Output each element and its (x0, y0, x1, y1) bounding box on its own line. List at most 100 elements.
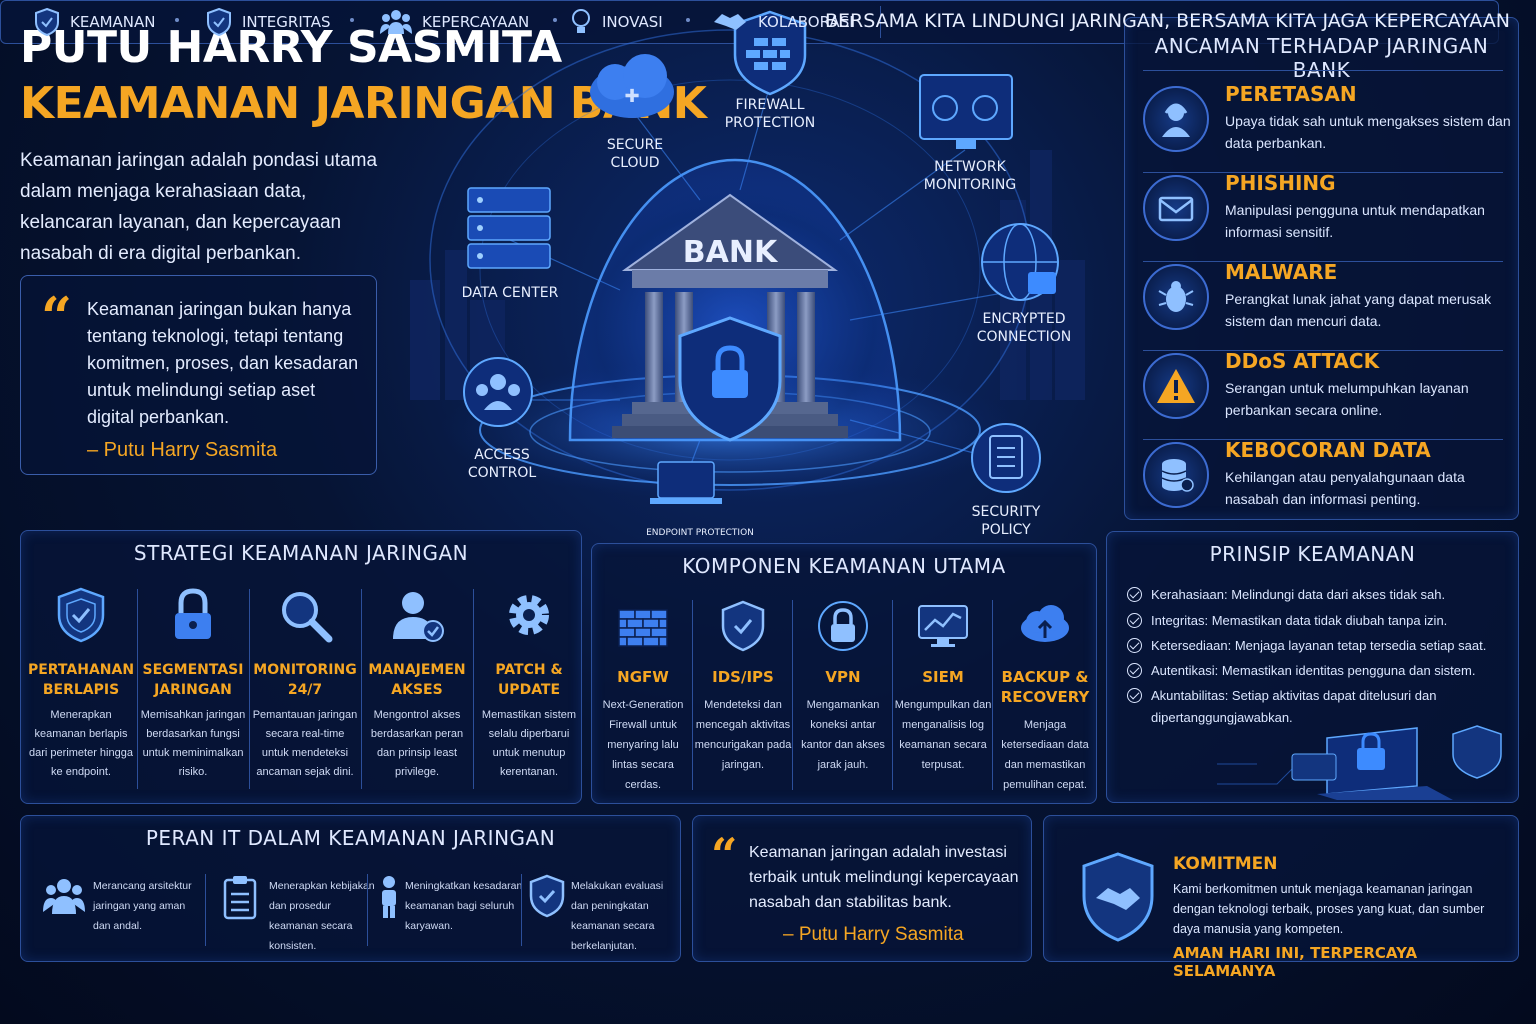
threat-desc: Serangan untuk melumpuhkan layanan perba… (1225, 380, 1469, 418)
strategy-desc: Pemantauan jaringan secara real-time unt… (252, 709, 358, 778)
threat-name: MALWARE (1225, 260, 1338, 284)
component-desc: Next-Generation Firewall untuk menyaring… (602, 699, 684, 791)
gear-icon (509, 595, 549, 635)
team-icon (380, 10, 412, 34)
globe-lock-icon (981, 223, 1059, 301)
lightbulb-icon (572, 9, 590, 33)
threat-name: DDoS ATTACK (1225, 349, 1380, 373)
threats-panel: ANCAMAN TERHADAP JARINGAN BANK PERETASAN… (1124, 17, 1519, 520)
vpn-lock-icon (818, 601, 868, 651)
shield-check-icon (721, 600, 765, 652)
user-check-icon (393, 592, 444, 642)
commitment-title: KOMITMEN (1173, 854, 1278, 874)
shield-check-icon (207, 8, 231, 36)
quote-mark-icon: “ (711, 828, 738, 882)
separator-dot (553, 18, 557, 22)
firewall-icon (733, 10, 807, 96)
divider (521, 874, 522, 946)
strategy-title: STRATEGI KEAMANAN JARINGAN (133, 541, 469, 565)
threat-name: PERETASAN (1225, 82, 1357, 106)
quote-card-2: “ Keamanan jaringan adalah investasi ter… (692, 815, 1032, 962)
component-item: IDS/IPS Mendeteksi dan mencegah aktivita… (694, 592, 792, 775)
strategy-desc: Memisahkan jaringan berdasarkan fungsi u… (140, 709, 246, 778)
shield-check-icon (529, 874, 565, 918)
divider (880, 6, 881, 38)
commitment-panel: KOMITMEN Kami berkomitmen untuk menjaga … (1043, 815, 1519, 980)
firewall-bricks-icon (618, 609, 668, 647)
role-item: Menerapkan kebijakan dan prosedur keaman… (217, 874, 377, 952)
node-secure-cloud: SECURE CLOUD (606, 137, 664, 171)
divider (205, 874, 206, 946)
principles-panel: PRINSIP KEAMANAN Kerahasiaan: Melindungi… (1106, 531, 1519, 803)
team-icon (43, 879, 85, 914)
divider (137, 589, 138, 789)
svg-text:✚: ✚ (624, 86, 639, 106)
handshake-shield-icon (1082, 852, 1154, 942)
principle-item: Ketersediaan: Menjaga layanan tetap ters… (1127, 635, 1507, 657)
threat-item: DDoS ATTACK Serangan untuk melumpuhkan l… (1143, 349, 1513, 429)
role-item: Melakukan evaluasi dan peningkatan keama… (527, 874, 677, 952)
threats-title: ANCAMAN TERHADAP JARINGAN BANK (1154, 34, 1489, 82)
divider (1143, 350, 1503, 351)
component-name: BACKUP &RECOVERY (1000, 668, 1090, 706)
principles-title: PRINSIP KEAMANAN (1209, 542, 1416, 566)
quote-author: – Putu Harry Sasmita (783, 924, 964, 945)
divider (1143, 172, 1503, 173)
threat-desc: Kehilangan atau penyalahgunaan data nasa… (1225, 469, 1465, 507)
role-item: Meningkatkan kesadaran keamanan bagi sel… (375, 874, 535, 946)
component-desc: Mengumpulkan dan menganalisis log keaman… (894, 699, 992, 771)
laptop-security-illustration (1217, 725, 1502, 800)
check-icon (1127, 663, 1142, 678)
it-role-title: PERAN IT DALAM KEAMANAN JARINGAN (145, 826, 556, 850)
principle-item: Akuntabilitas: Setiap aktivitas dapat di… (1127, 685, 1507, 729)
component-name: NGFW (617, 668, 669, 686)
component-desc: Menjaga ketersediaan data dan memastikan… (1001, 719, 1089, 791)
strategy-desc: Memastikan sistem selalu diperbarui untu… (481, 709, 577, 778)
threat-item: KEBOCORAN DATA Kehilangan atau penyalahg… (1143, 438, 1513, 518)
divider (249, 589, 250, 789)
divider (361, 589, 362, 789)
role-item: Merancang arsitektur jaringan yang aman … (41, 874, 201, 946)
divider (1143, 439, 1503, 440)
divider (1143, 261, 1503, 262)
footer-value: KEPERCAYAAN (380, 8, 529, 36)
principle-item: Kerahasiaan: Melindungi data dari akses … (1127, 584, 1507, 606)
component-desc: Mendeteksi dan mencegah aktivitas mencur… (694, 699, 792, 771)
users-icon (463, 357, 533, 427)
commitment-desc: Kami berkomitmen untuk menjaga keamanan … (1173, 882, 1485, 936)
footer-value: INOVASI (570, 8, 663, 36)
footer-value: KEAMANAN (34, 8, 155, 36)
clipboard-icon (971, 423, 1041, 493)
person-icon (382, 876, 396, 918)
lock-icon (175, 588, 211, 639)
divider (992, 600, 993, 790)
components-title: KOMPONEN KEAMANAN UTAMA (682, 554, 1006, 578)
threat-desc: Perangkat lunak jahat yang dapat merusak… (1225, 291, 1492, 329)
node-endpoint-protection: ENDPOINT PROTECTION (646, 528, 754, 538)
hacker-icon (1143, 86, 1209, 152)
role-desc: Meningkatkan kesadaran keamanan bagi sel… (405, 880, 523, 932)
strategy-desc: Menerapkan keamanan berlapis dari perime… (29, 709, 133, 778)
database-icon (1143, 442, 1209, 508)
divider (1143, 70, 1503, 71)
warning-icon (1143, 353, 1209, 419)
check-icon (1127, 613, 1142, 628)
threat-desc: Manipulasi pengguna untuk mendapatkan in… (1225, 202, 1485, 240)
component-item: VPN Mengamankan koneksi antar kantor dan… (794, 592, 892, 775)
threat-name: PHISHING (1225, 171, 1336, 195)
quote-text: Keamanan jaringan bukan hanya tentang te… (87, 299, 359, 427)
components-panel: KOMPONEN KEAMANAN UTAMA NGFW Next-Genera… (591, 543, 1097, 804)
threat-item: PHISHING Manipulasi pengguna untuk menda… (1143, 171, 1513, 251)
handshake-icon (714, 14, 746, 30)
clipboard-icon (223, 876, 257, 920)
server-icon (467, 187, 551, 269)
shield-check-icon (35, 8, 59, 36)
